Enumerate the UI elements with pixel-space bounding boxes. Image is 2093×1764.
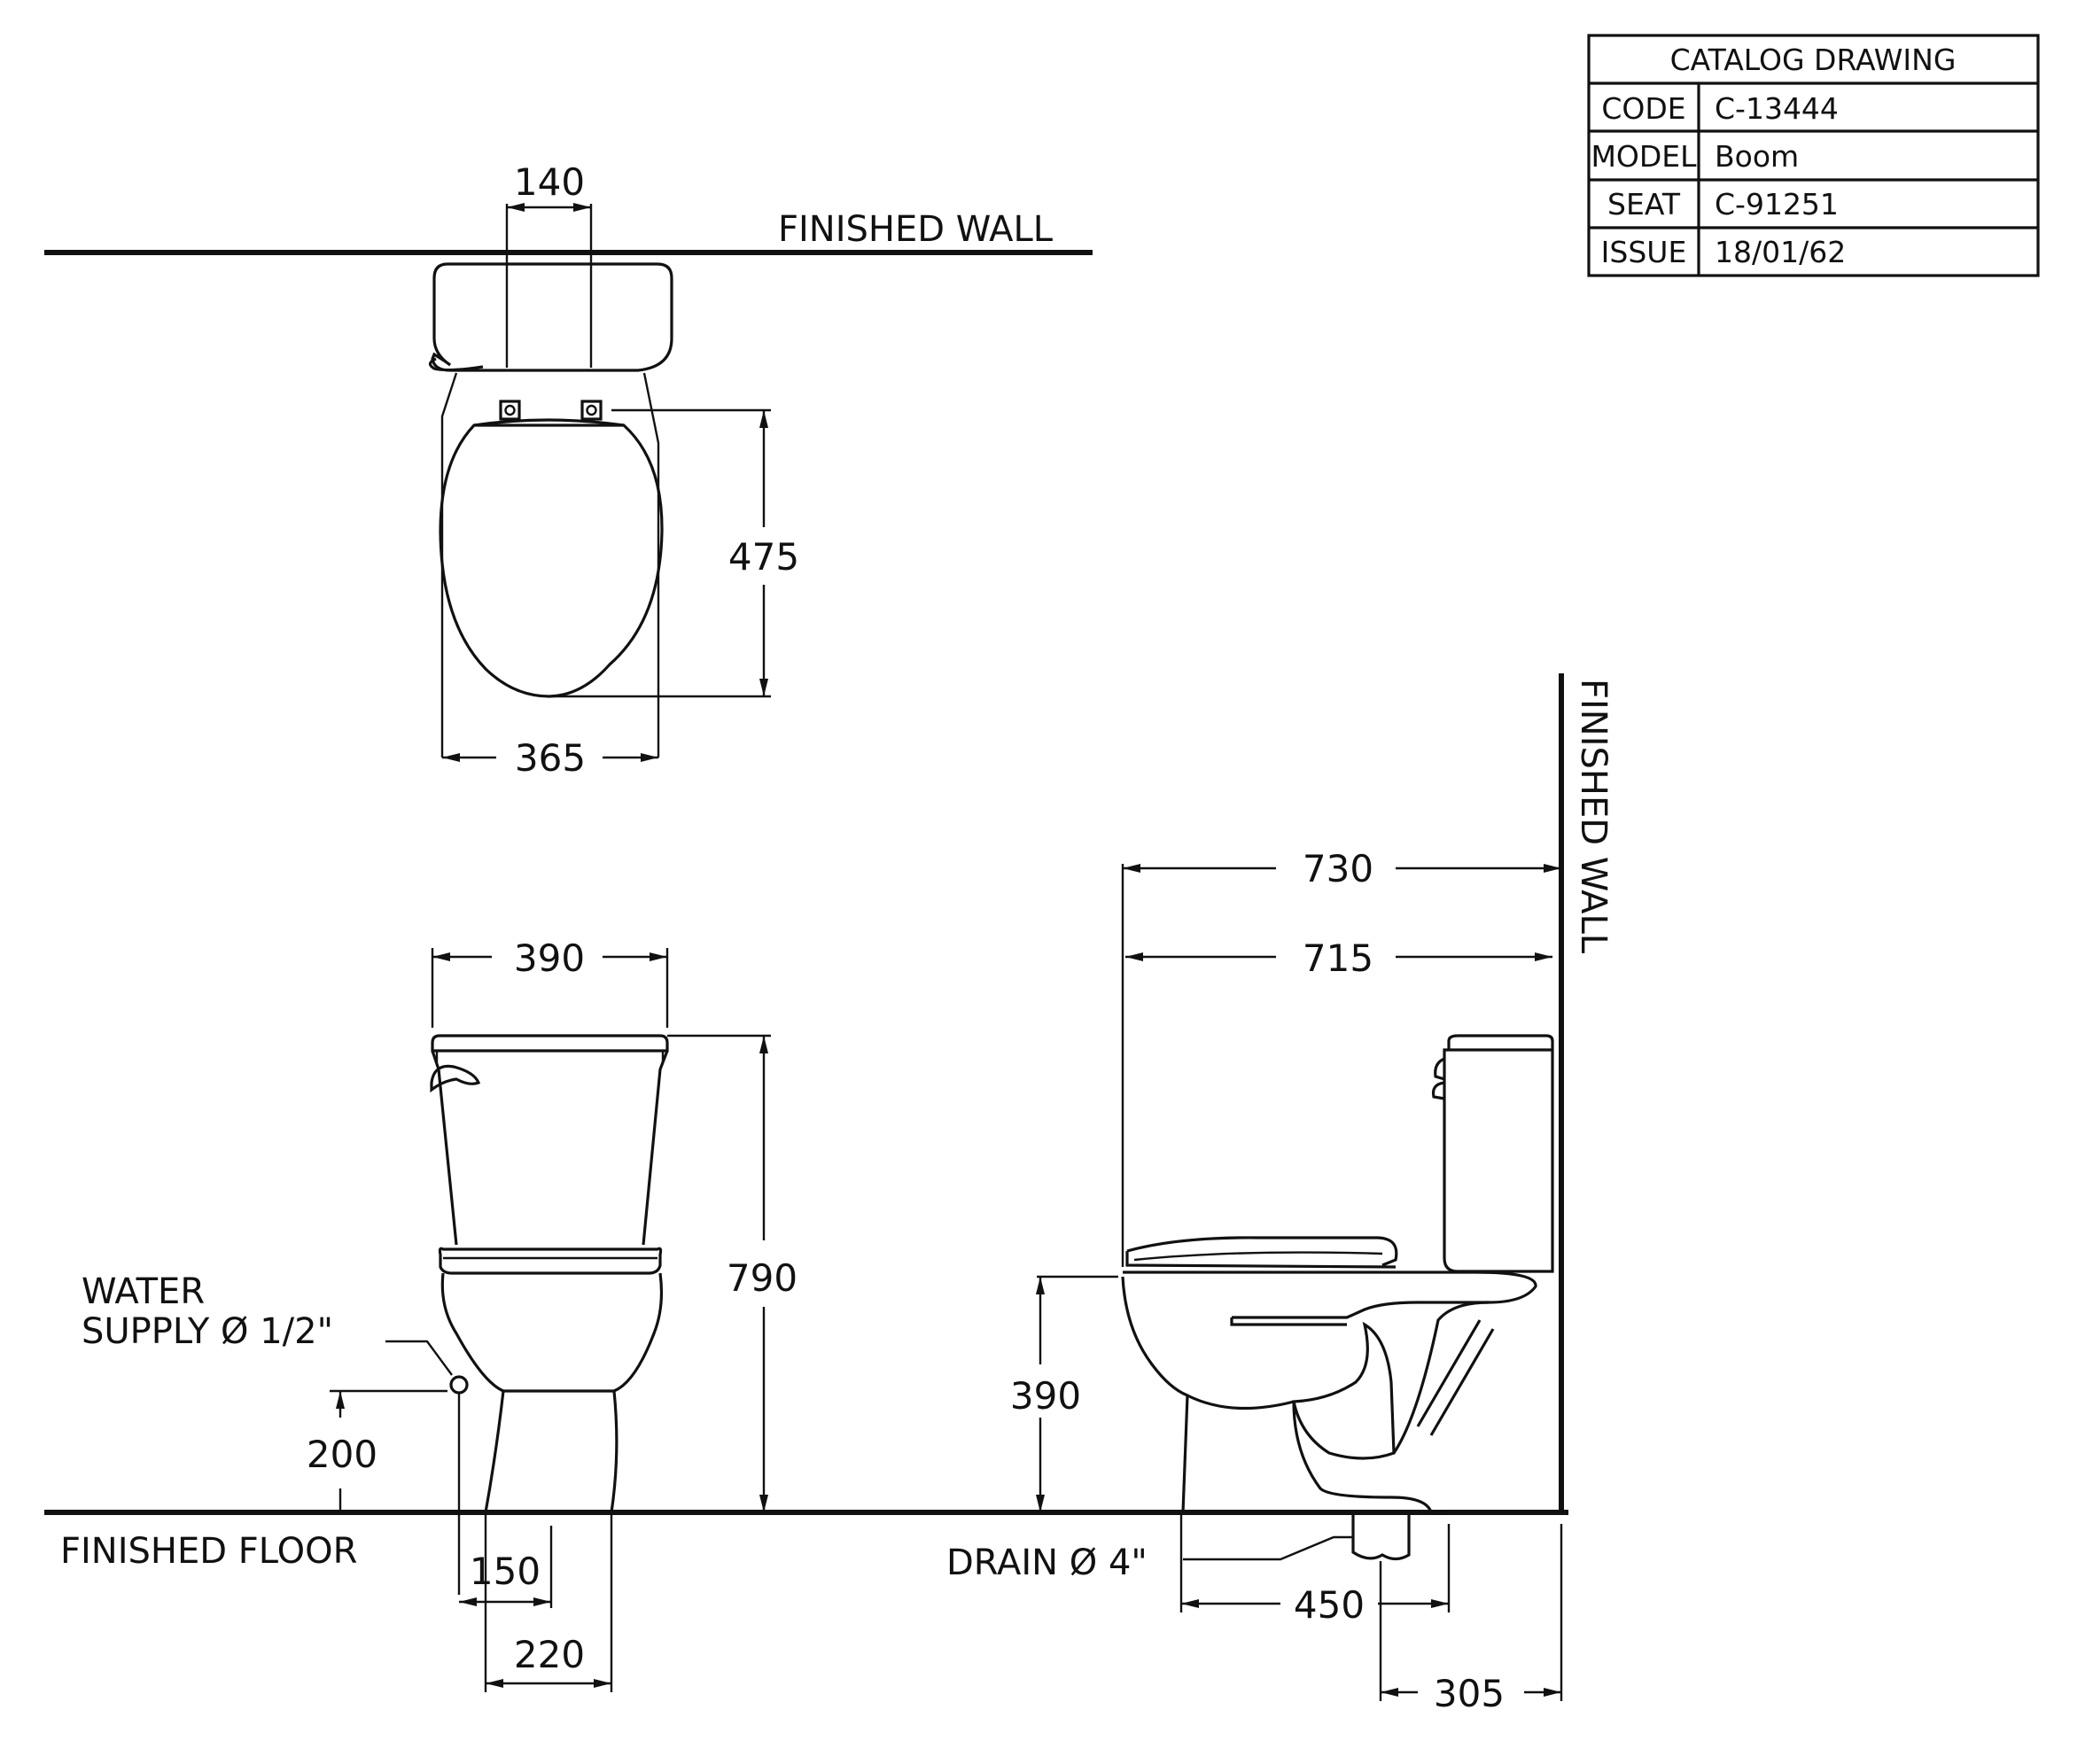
top-view-lever — [428, 357, 484, 372]
title-block-issue-label: ISSUE — [1601, 235, 1687, 269]
side-view-wall-label: FINISHED WALL — [1573, 679, 1614, 954]
side-view-dim-305: 305 — [1434, 1672, 1505, 1715]
top-view-hinge-left — [499, 400, 521, 421]
title-block-model-label: MODEL — [1591, 139, 1697, 174]
front-view-dim-790: 790 — [727, 1256, 798, 1300]
title-block-seat-label: SEAT — [1607, 187, 1681, 221]
title-block-issue-value: 18/01/62 — [1715, 235, 1846, 269]
water-supply-icon — [449, 1375, 469, 1395]
top-view-dim-140: 140 — [514, 160, 585, 204]
top-view-hinge-right — [580, 400, 603, 421]
title-block: CATALOG DRAWING CODE C-13444 MODEL Boom … — [1587, 34, 2040, 277]
top-view-seat — [439, 418, 664, 698]
front-view-dim-220: 220 — [514, 1633, 585, 1676]
front-view-seat-band — [438, 1247, 663, 1275]
top-view: FINISHED WALL 140 475 — [44, 160, 1093, 780]
title-block-seat-value: C-91251 — [1715, 187, 1839, 221]
front-view-tank-body — [431, 1050, 669, 1246]
water-supply-label-line2: SUPPLY Ø 1/2" — [82, 1311, 333, 1352]
side-view-dim-450: 450 — [1294, 1583, 1365, 1627]
side-view: FINISHED WALL DRAIN Ø 4" 730 — [946, 673, 1614, 1715]
front-view-dim-390: 390 — [514, 936, 585, 980]
title-block-model-value: Boom — [1715, 139, 1799, 174]
drain-label: DRAIN Ø 4" — [946, 1543, 1148, 1583]
title-block-code-value: C-13444 — [1715, 91, 1839, 126]
top-view-tank — [431, 262, 673, 372]
front-view-dim-150: 150 — [470, 1550, 541, 1593]
side-view-dim-390: 390 — [1010, 1374, 1081, 1418]
side-view-bowl — [1121, 1276, 1396, 1513]
side-view-dim-715: 715 — [1303, 936, 1373, 980]
drain-pipe — [1351, 1515, 1411, 1561]
title-block-header: CATALOG DRAWING — [1670, 43, 1957, 77]
front-view: WATER SUPPLY Ø 1/2" 390 790 200 150 — [82, 936, 798, 1692]
side-view-dim-730: 730 — [1303, 847, 1373, 890]
top-view-wall-label: FINISHED WALL — [778, 209, 1054, 250]
top-view-dim-475: 475 — [728, 535, 799, 579]
floor-label: FINISHED FLOOR — [60, 1531, 357, 1572]
side-view-seat-lid — [1125, 1236, 1398, 1269]
front-view-tank-lid — [431, 1034, 669, 1053]
side-view-tank — [1443, 1034, 1554, 1273]
front-view-lever — [430, 1064, 481, 1093]
title-block-code-label: CODE — [1601, 91, 1685, 126]
front-view-dim-200: 200 — [307, 1433, 377, 1476]
front-view-bowl — [440, 1272, 664, 1393]
water-supply-label-line1: WATER — [82, 1271, 205, 1312]
top-view-dim-365: 365 — [515, 736, 586, 780]
front-view-pedestal — [484, 1390, 619, 1513]
